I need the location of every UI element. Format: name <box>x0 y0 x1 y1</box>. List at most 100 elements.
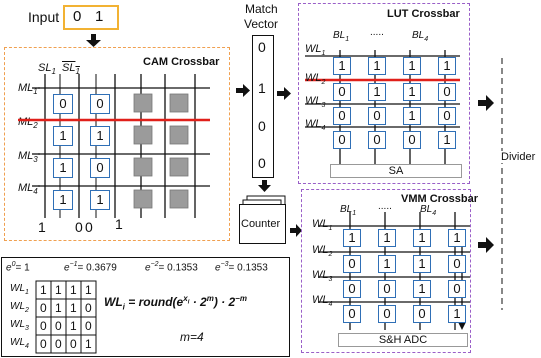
match-vector-label-2: Vector <box>244 17 279 31</box>
table-bit-r4-c2: 0 <box>55 337 62 351</box>
table-bit-r1-c2: 1 <box>55 283 62 297</box>
cam-cell-r2-c1: 1 <box>53 126 73 146</box>
cam-cell-r4-c2: 1 <box>90 190 110 210</box>
vmm-crossbar-frame <box>301 189 471 353</box>
cam-crossbar-frame <box>4 47 230 241</box>
table-bit-r4-c3: 0 <box>70 337 77 351</box>
lut-wl4-label: WL4 <box>305 118 326 133</box>
lut-wl1-label: WL1 <box>305 43 326 58</box>
cam-row-label-ml4: ML4 <box>18 182 38 197</box>
cam-col-label-sl-bar: SL1 <box>62 62 80 77</box>
table-bit-r4-c4: 1 <box>85 337 92 351</box>
cam-cell-r1-c1: 0 <box>53 94 73 114</box>
lut-sa-block: SA <box>330 164 462 178</box>
vmm-cell-r3-c2: 0 <box>378 280 396 298</box>
match-to-lut-arrow <box>277 87 291 100</box>
vmm-cell-r2-c1: 0 <box>343 255 361 273</box>
table-bit-r4-c1: 0 <box>40 337 47 351</box>
lut-cell-r3-c1: 0 <box>333 107 351 125</box>
match-vector-value-2: 1 <box>258 80 266 96</box>
table-bit-r2-c4: 0 <box>85 301 92 315</box>
table-wl1-label: WL1 <box>10 283 29 296</box>
vmm-cell-r2-c3: 1 <box>413 255 431 273</box>
input-box <box>63 5 119 30</box>
vmm-cell-r4-c4: 1 <box>448 305 466 323</box>
vmm-cell-r4-c3: 0 <box>413 305 431 323</box>
table-bit-r3-c4: 0 <box>85 319 92 333</box>
table-bit-r3-c2: 0 <box>55 319 62 333</box>
formula-box-frame <box>1 257 290 357</box>
vmm-wl2-label: WL2 <box>312 244 333 259</box>
lut-bl-dots: ..... <box>370 27 384 38</box>
lut-cell-r2-c1: 0 <box>333 83 351 101</box>
cam-cell-r1-c2: 0 <box>90 94 110 114</box>
match-vector-value-1: 0 <box>258 39 266 55</box>
cam-to-match-arrow <box>236 84 250 97</box>
vmm-cell-r2-c2: 1 <box>378 255 396 273</box>
lut-cell-r2-c3: 1 <box>403 83 421 101</box>
lut-cell-r1-c3: 1 <box>403 57 421 75</box>
vmm-bl-dots: ..... <box>378 201 392 212</box>
exp-value-3: e−2= 0.1353 <box>145 261 198 274</box>
lut-cell-r4-c4: 1 <box>438 131 456 149</box>
cam-row-label-ml1: ML1 <box>18 82 38 97</box>
exp-value-1: e0= 1 <box>6 261 30 274</box>
lut-cell-r2-c2: 1 <box>368 83 386 101</box>
vmm-cell-r3-c1: 0 <box>343 280 361 298</box>
lut-wl3-label: WL3 <box>305 95 326 110</box>
lut-cell-r4-c1: 0 <box>333 131 351 149</box>
vmm-crossbar-title: VMM Crossbar <box>401 193 479 205</box>
table-bit-r1-c3: 1 <box>70 283 77 297</box>
lut-crossbar-title: LUT Crossbar <box>387 8 460 20</box>
vmm-bl4-label: BL4 <box>420 204 437 217</box>
lut-crossbar-frame <box>298 3 470 184</box>
table-bit-r1-c4: 1 <box>85 283 92 297</box>
m-parameter-label: m=4 <box>180 330 204 344</box>
cam-gray-cells <box>133 93 189 209</box>
lut-bl4-label: BL4 <box>412 30 429 43</box>
cam-crossbar-title: CAM Crossbar <box>143 56 220 68</box>
cam-cell-r4-c1: 1 <box>53 190 73 210</box>
vmm-cell-r4-c2: 0 <box>378 305 396 323</box>
vmm-wl1-label: WL1 <box>312 218 333 233</box>
match-to-counter-arrow <box>258 180 271 192</box>
vmm-to-divider-arrow <box>478 237 494 253</box>
lut-cell-r4-c2: 0 <box>368 131 386 149</box>
exp-value-4: e−3= 0.1353 <box>215 261 268 274</box>
vmm-cell-r3-c3: 1 <box>413 280 431 298</box>
table-bit-r3-c3: 1 <box>70 319 77 333</box>
table-wl3-label: WL3 <box>10 319 29 332</box>
counter-to-vmm-arrow <box>290 224 302 237</box>
vmm-cell-r3-c4: 0 <box>448 280 466 298</box>
cam-bottom-digit-4: 1 <box>115 216 123 232</box>
formula-table-grid <box>35 280 97 354</box>
counter-label: Counter <box>241 218 281 230</box>
vmm-cell-r1-c4: 1 <box>448 229 466 247</box>
vmm-cell-r1-c2: 1 <box>378 229 396 247</box>
cam-cell-r3-c2: 0 <box>90 158 110 178</box>
lut-cell-r1-c2: 1 <box>368 57 386 75</box>
lut-cell-r2-c4: 0 <box>438 83 456 101</box>
lut-cell-r4-c3: 0 <box>403 131 421 149</box>
vmm-cell-r1-c1: 1 <box>343 229 361 247</box>
table-wl2-label: WL2 <box>10 301 29 314</box>
input-bit-2: 1 <box>95 8 104 25</box>
vmm-wl3-label: WL3 <box>312 269 333 284</box>
input-label: Input <box>28 9 60 25</box>
cam-cell-r3-c1: 1 <box>53 158 73 178</box>
vmm-wl4-label: WL4 <box>312 294 333 309</box>
lut-horizontal-lines <box>305 55 460 128</box>
cam-bottom-digit-2: 0 <box>75 219 83 235</box>
table-bit-r3-c1: 0 <box>40 319 47 333</box>
table-bit-r2-c2: 1 <box>55 301 62 315</box>
match-vector-value-3: 0 <box>258 118 266 134</box>
vmm-cell-r2-c4: 0 <box>448 255 466 273</box>
vmm-cell-r4-c1: 0 <box>343 305 361 323</box>
cam-bottom-digit-3: 0 <box>85 219 93 235</box>
lut-cell-r3-c2: 0 <box>368 107 386 125</box>
cam-cell-r2-c2: 1 <box>90 126 110 146</box>
lut-cell-r1-c4: 1 <box>438 57 456 75</box>
lut-cell-r3-c4: 0 <box>438 107 456 125</box>
table-wl4-label: WL4 <box>10 337 29 350</box>
vmm-horizontal-lines <box>318 225 470 303</box>
